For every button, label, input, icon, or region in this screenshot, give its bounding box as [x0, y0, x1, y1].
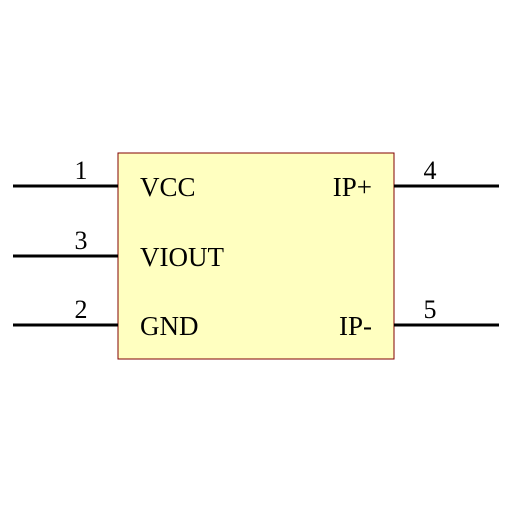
- pin-5-name: IP-: [339, 311, 372, 341]
- pin-4-name: IP+: [333, 172, 372, 202]
- pin-3-name: VIOUT: [140, 242, 224, 272]
- pin-1-name: VCC: [140, 172, 196, 202]
- pin-2-number: 2: [75, 295, 88, 324]
- pin-3-number: 3: [75, 226, 88, 255]
- pin-5-number: 5: [424, 295, 437, 324]
- pin-2-name: GND: [140, 311, 199, 341]
- pin-1-number: 1: [75, 156, 88, 185]
- pin-4-number: 4: [424, 156, 437, 185]
- component-body: [117, 152, 395, 360]
